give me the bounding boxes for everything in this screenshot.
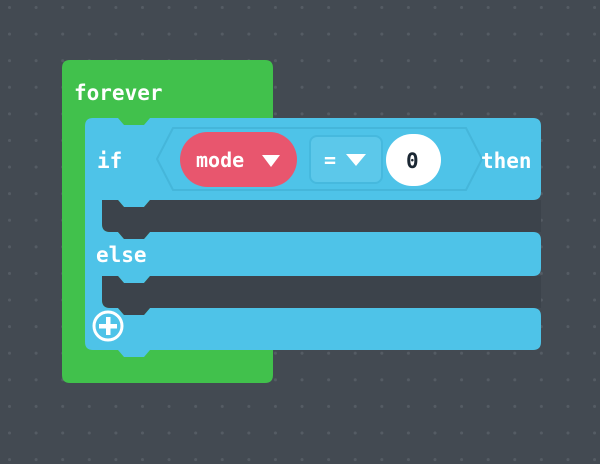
add-branch-button[interactable] xyxy=(92,310,124,342)
operator-dropdown[interactable]: = xyxy=(309,135,383,184)
number-field-value: 0 xyxy=(406,149,419,173)
forever-block-label: forever xyxy=(74,81,163,105)
chevron-down-icon[interactable] xyxy=(346,154,366,166)
then-keyword-label: then xyxy=(481,149,532,173)
if-keyword-label: if xyxy=(97,149,122,173)
forever-block[interactable]: forever xyxy=(62,60,273,383)
variable-reporter-shape[interactable] xyxy=(180,132,297,187)
number-field-shape[interactable] xyxy=(386,134,441,186)
else-body-slot[interactable] xyxy=(102,276,541,315)
comparison-block[interactable]: mode = 0 xyxy=(180,132,441,187)
variable-reporter-mode[interactable]: mode xyxy=(180,132,297,187)
variable-name-label: mode xyxy=(196,148,244,172)
plus-icon-horizontal xyxy=(99,324,117,329)
chevron-down-icon[interactable] xyxy=(262,155,280,167)
operator-dropdown-shape[interactable] xyxy=(309,135,383,184)
number-literal-field[interactable]: 0 xyxy=(386,134,441,186)
plus-circle-icon[interactable] xyxy=(92,310,124,342)
if-body-slot[interactable] xyxy=(102,200,541,239)
if-else-block[interactable]: if then else xyxy=(85,118,541,357)
else-keyword-label: else xyxy=(96,243,147,267)
operator-label: = xyxy=(324,148,336,172)
